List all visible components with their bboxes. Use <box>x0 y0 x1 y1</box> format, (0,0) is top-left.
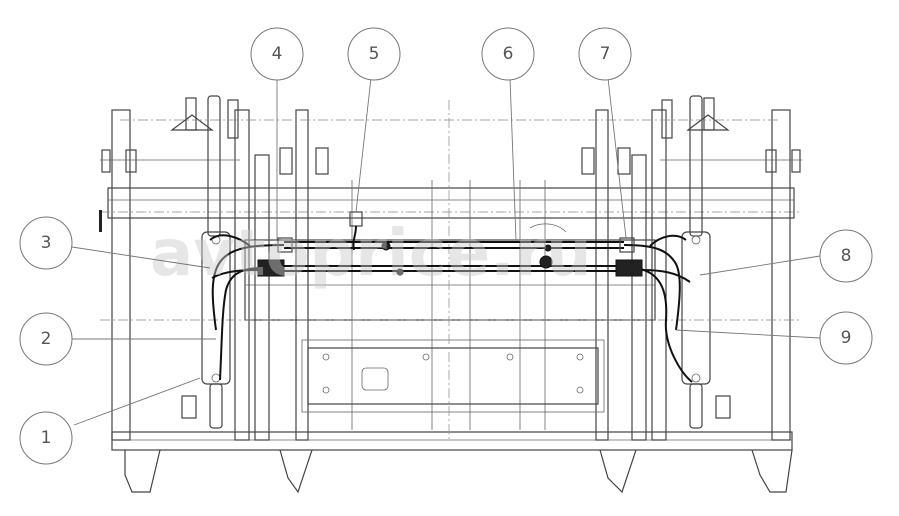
side-mark <box>99 210 102 232</box>
callout-9: 9 <box>819 311 873 365</box>
callout-1: 1 <box>19 411 73 465</box>
right-hydraulic-cylinder <box>681 95 731 429</box>
callout-5: 5 <box>347 27 401 81</box>
callout-2: 2 <box>19 312 73 366</box>
callout-1-label: 1 <box>41 428 52 448</box>
callout-7: 7 <box>578 27 632 81</box>
callout-4-label: 4 <box>272 44 283 64</box>
callout-6-label: 6 <box>503 44 514 64</box>
callout-7-label: 7 <box>600 44 611 64</box>
frame-structure <box>100 97 802 494</box>
callout-6: 6 <box>481 27 535 81</box>
callout-5-label: 5 <box>369 44 380 64</box>
leader-lines <box>71 77 821 426</box>
callout-2-label: 2 <box>41 329 52 349</box>
callout-8-label: 8 <box>841 246 852 266</box>
hydraulic-lines <box>209 211 693 383</box>
callout-3: 3 <box>19 216 73 270</box>
callout-3-label: 3 <box>41 233 52 253</box>
callout-9-label: 9 <box>841 328 852 348</box>
callout-4: 4 <box>250 27 304 81</box>
callout-8: 8 <box>819 229 873 283</box>
watermark: avtoprice.ru <box>150 217 592 291</box>
